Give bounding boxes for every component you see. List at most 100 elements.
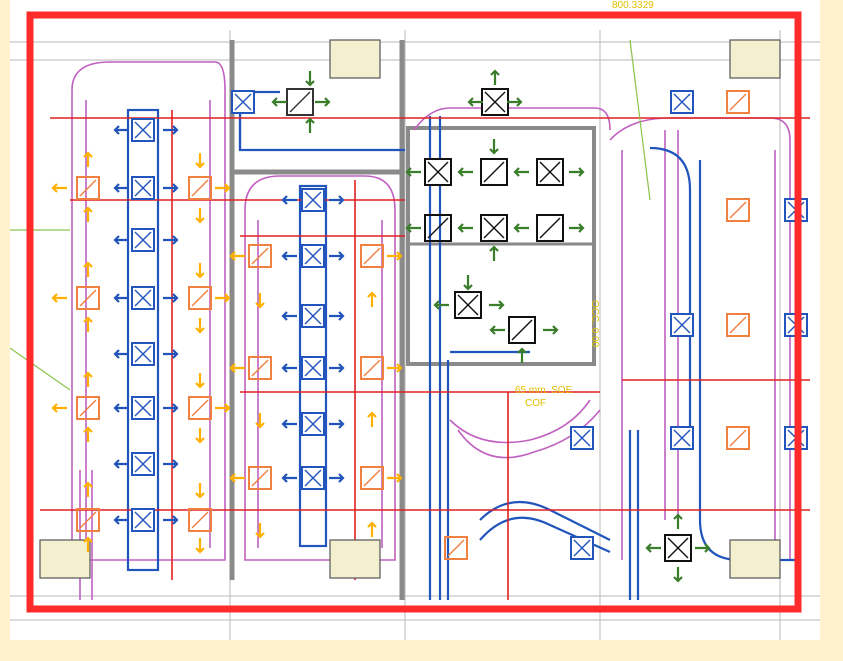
square-slash-damper-icon	[248, 356, 272, 380]
flow-arrow-icon	[195, 373, 205, 389]
flow-arrow-icon	[195, 318, 205, 334]
highlight-frame	[26, 11, 802, 613]
flow-arrow-icon	[229, 473, 245, 483]
flow-arrow-icon	[367, 291, 377, 307]
square-x-diffuser-icon	[131, 228, 155, 252]
flow-arrow-icon	[255, 523, 265, 539]
top-label: 800.3329	[612, 0, 654, 11]
flow-arrow-icon	[517, 347, 527, 363]
flow-arrow-icon	[195, 428, 205, 444]
flow-arrow-icon	[695, 543, 711, 553]
flow-arrow-icon	[281, 311, 297, 321]
square-x-diffuser-icon	[231, 90, 255, 114]
flow-arrow-icon	[113, 183, 129, 193]
flow-arrow-icon	[163, 459, 179, 469]
flow-arrow-icon	[569, 223, 585, 233]
square-slash-damper-icon	[76, 396, 100, 420]
flow-arrow-icon	[281, 195, 297, 205]
square-x-diffuser-icon	[481, 88, 509, 116]
flow-arrow-icon	[113, 235, 129, 245]
square-slash-damper-icon	[726, 198, 750, 222]
flow-arrow-icon	[405, 223, 421, 233]
square-x-diffuser-icon	[301, 356, 325, 380]
flow-arrow-icon	[507, 97, 523, 107]
square-x-diffuser-icon	[131, 118, 155, 142]
flow-arrow-icon	[305, 117, 315, 133]
flow-arrow-icon	[113, 125, 129, 135]
square-slash-damper-icon	[726, 313, 750, 337]
square-slash-damper-icon	[76, 176, 100, 200]
flow-arrow-icon	[163, 235, 179, 245]
flow-arrow-icon	[513, 167, 529, 177]
square-x-diffuser-icon	[536, 158, 564, 186]
square-x-diffuser-icon	[301, 188, 325, 212]
flow-arrow-icon	[367, 521, 377, 537]
square-x-diffuser-icon	[301, 244, 325, 268]
square-x-diffuser-icon	[131, 396, 155, 420]
square-x-diffuser-icon	[670, 90, 694, 114]
square-slash-damper-icon	[726, 426, 750, 450]
flow-arrow-icon	[490, 69, 500, 85]
square-x-diffuser-icon	[570, 536, 594, 560]
room-box	[39, 539, 91, 579]
flow-arrow-icon	[195, 538, 205, 554]
square-slash-damper-icon	[248, 466, 272, 490]
flow-arrow-icon	[51, 293, 67, 303]
flow-arrow-icon	[315, 97, 331, 107]
square-slash-damper-icon	[360, 244, 384, 268]
flow-arrow-icon	[215, 403, 231, 413]
flow-arrow-icon	[83, 481, 93, 497]
flow-arrow-icon	[489, 245, 499, 261]
flow-arrow-icon	[367, 411, 377, 427]
flow-arrow-icon	[673, 567, 683, 583]
flow-arrow-icon	[305, 71, 315, 87]
flow-arrows	[51, 69, 711, 583]
square-slash-damper-icon	[360, 466, 384, 490]
flow-arrow-icon	[405, 167, 421, 177]
flow-arrow-icon	[163, 515, 179, 525]
flow-arrow-icon	[83, 536, 93, 552]
flow-arrow-icon	[163, 349, 179, 359]
flow-arrow-icon	[83, 261, 93, 277]
flow-arrow-icon	[255, 293, 265, 309]
square-x-diffuser-icon	[131, 342, 155, 366]
flow-arrow-icon	[113, 515, 129, 525]
flow-arrow-icon	[51, 403, 67, 413]
square-x-diffuser-icon	[664, 534, 692, 562]
flow-arrow-icon	[83, 206, 93, 222]
square-slash-damper-icon	[188, 286, 212, 310]
flow-arrow-icon	[229, 251, 245, 261]
square-x-diffuser-icon	[670, 313, 694, 337]
square-x-diffuser-icon	[480, 214, 508, 242]
flow-arrow-icon	[229, 363, 245, 373]
flow-arrow-icon	[195, 483, 205, 499]
square-slash-damper-icon	[76, 286, 100, 310]
flow-arrow-icon	[543, 325, 559, 335]
square-slash-damper-icon	[286, 88, 314, 116]
flow-arrow-icon	[113, 459, 129, 469]
square-slash-damper-icon	[508, 316, 536, 344]
flow-arrow-icon	[281, 473, 297, 483]
flow-arrow-icon	[489, 300, 505, 310]
flow-arrow-icon	[163, 293, 179, 303]
flow-arrow-icon	[329, 251, 345, 261]
flow-arrow-icon	[329, 311, 345, 321]
square-slash-damper-icon	[188, 508, 212, 532]
room-box	[729, 539, 781, 579]
square-x-diffuser-icon	[131, 452, 155, 476]
flow-arrow-icon	[113, 293, 129, 303]
flow-arrow-icon	[281, 251, 297, 261]
flow-arrow-icon	[329, 419, 345, 429]
flow-arrow-icon	[329, 473, 345, 483]
flow-arrow-icon	[387, 251, 403, 261]
flow-arrow-icon	[457, 167, 473, 177]
flow-arrow-icon	[513, 223, 529, 233]
flow-arrow-icon	[281, 363, 297, 373]
square-x-diffuser-icon	[670, 426, 694, 450]
square-x-diffuser-icon	[131, 286, 155, 310]
square-slash-damper-icon	[726, 90, 750, 114]
flow-arrow-icon	[645, 543, 661, 553]
flow-arrow-icon	[387, 363, 403, 373]
flow-arrow-icon	[195, 263, 205, 279]
